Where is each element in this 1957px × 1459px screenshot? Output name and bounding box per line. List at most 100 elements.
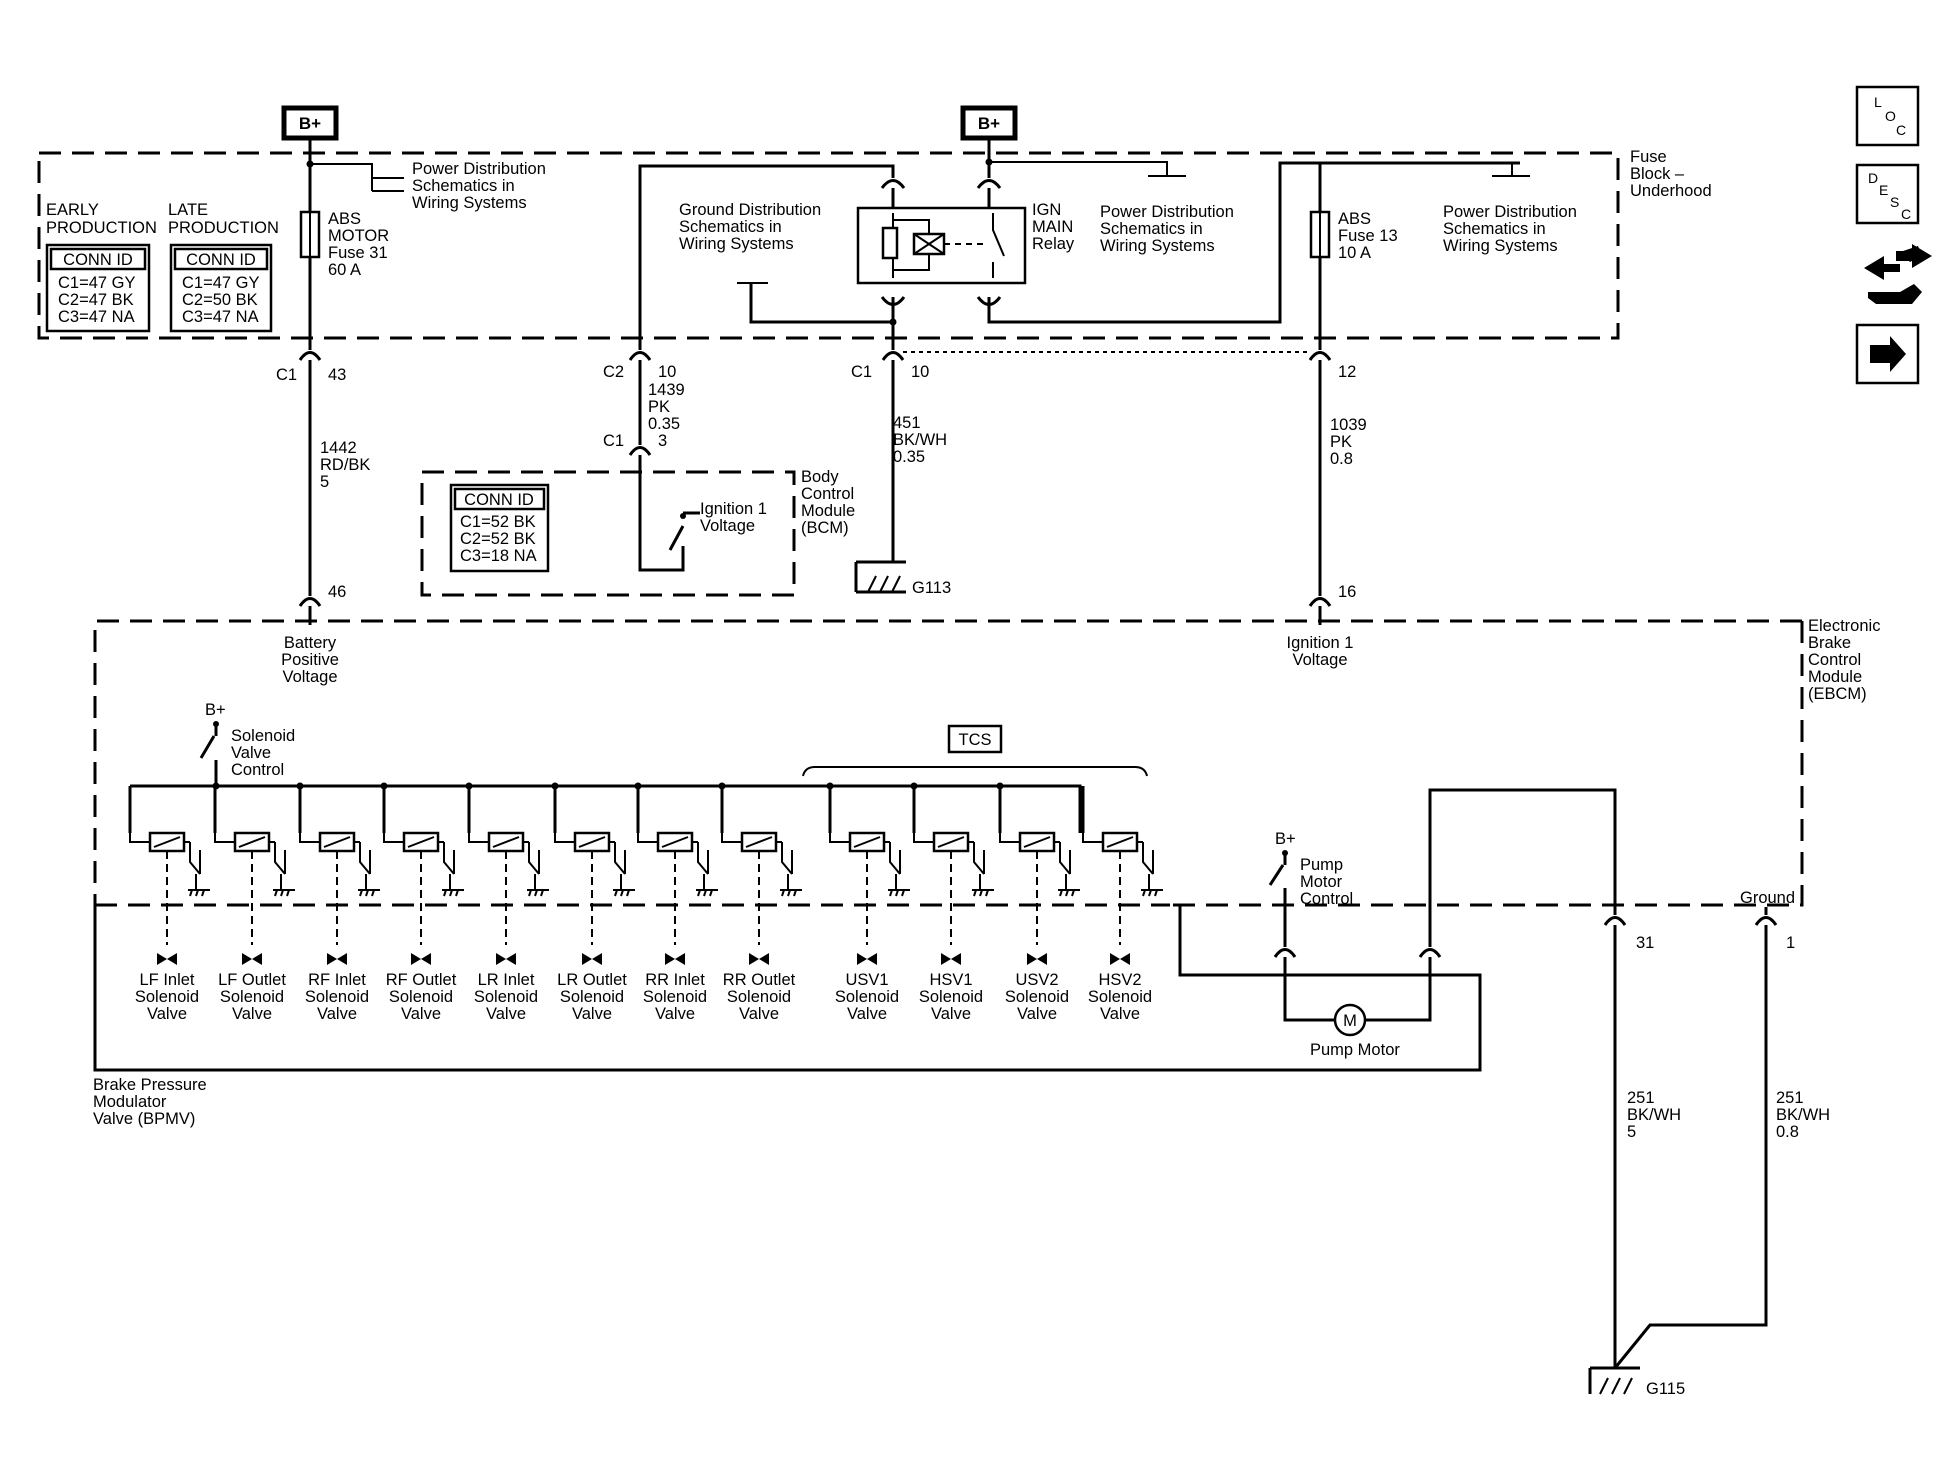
- svg-text:Control: Control: [231, 761, 284, 779]
- valve-label-4-2: Valve: [486, 1005, 526, 1023]
- svg-text:(EBCM): (EBCM): [1808, 685, 1867, 703]
- bus-junction: [718, 782, 726, 790]
- ground-g115-label: G115: [1646, 1380, 1685, 1398]
- pin-1: 1: [1786, 934, 1795, 952]
- late-production-title: LATE PRODUCTION: [168, 201, 279, 237]
- bplus-left: B+: [281, 105, 339, 141]
- pin-12: 12: [1338, 363, 1356, 381]
- svg-text:BK/WH: BK/WH: [1627, 1106, 1681, 1124]
- ref-ground-distribution: Ground Distribution Schematics in Wiring…: [679, 201, 821, 253]
- svg-text:Brake: Brake: [1808, 634, 1851, 652]
- svg-text:RD/BK: RD/BK: [320, 456, 370, 474]
- svg-text:0.35: 0.35: [648, 415, 680, 433]
- ref-power-distribution-1: Power Distribution Schematics in Wiring …: [412, 160, 546, 212]
- svg-text:D: D: [1868, 170, 1878, 186]
- bus-junction: [551, 782, 559, 790]
- svg-text:EARLY: EARLY: [46, 201, 99, 219]
- svg-text:1039: 1039: [1330, 416, 1367, 434]
- c1-3-name: C1: [603, 432, 624, 450]
- next-arrow-icon[interactable]: [1855, 323, 1920, 385]
- connector-c1-10: [881, 351, 905, 361]
- svg-text:Schematics in: Schematics in: [412, 177, 515, 195]
- ign-main-relay-label: IGN MAIN Relay: [1032, 201, 1075, 253]
- loc-icon[interactable]: L O C: [1855, 85, 1920, 147]
- ebcm-title: Electronic Brake Control Module (EBCM): [1808, 617, 1880, 703]
- svg-text:Schematics in: Schematics in: [1443, 220, 1546, 238]
- svg-text:PRODUCTION: PRODUCTION: [46, 219, 157, 237]
- svg-text:Battery: Battery: [284, 634, 337, 652]
- valve-label-0-1: Solenoid: [135, 988, 199, 1006]
- connector-12: [1308, 351, 1332, 361]
- svg-text:Pump: Pump: [1300, 856, 1343, 874]
- bplus-pump: B+: [1275, 830, 1296, 848]
- valve-label-1-0: LF Outlet: [218, 971, 286, 989]
- svg-text:Power Distribution: Power Distribution: [412, 160, 546, 178]
- fuse-block-title: Fuse Block – Underhood: [1630, 148, 1712, 200]
- svg-text:Motor: Motor: [1300, 873, 1343, 891]
- valve-label-6-1: Solenoid: [643, 988, 707, 1006]
- svg-text:Electronic: Electronic: [1808, 617, 1880, 635]
- svg-text:PRODUCTION: PRODUCTION: [168, 219, 279, 237]
- svg-text:Modulator: Modulator: [93, 1093, 167, 1111]
- valve-label-6-2: Valve: [655, 1005, 695, 1023]
- pump-motor-label: Pump Motor: [1310, 1041, 1400, 1059]
- valve-label-8-1: Solenoid: [835, 988, 899, 1006]
- connector-c1-43: [298, 351, 322, 361]
- bus-junction: [465, 782, 473, 790]
- bcm-title: Body Control Module (BCM): [801, 468, 855, 537]
- valve-label-10-2: Valve: [1017, 1005, 1057, 1023]
- svg-text:S: S: [1890, 194, 1899, 210]
- svg-text:5: 5: [1627, 1123, 1636, 1141]
- early-conn-id-table: CONN ID C1=47 GY C2=47 BK C3=47 NA: [45, 243, 151, 333]
- svg-text:60 A: 60 A: [328, 261, 361, 279]
- wire-1439: 1439 PK 0.35: [648, 381, 685, 433]
- svg-text:C2=47 BK: C2=47 BK: [58, 291, 134, 309]
- tcs-label: TCS: [959, 731, 992, 749]
- svg-text:Underhood: Underhood: [1630, 182, 1712, 200]
- connector-1: [1754, 916, 1778, 926]
- valve-label-9-2: Valve: [931, 1005, 971, 1023]
- valve-label-9-0: HSV1: [929, 971, 972, 989]
- desc-icon[interactable]: D E S C: [1855, 163, 1920, 225]
- late-conn-id-table: CONN ID C1=47 GY C2=50 BK C3=47 NA: [169, 243, 273, 333]
- svg-text:L: L: [1874, 94, 1882, 110]
- valve-label-11-1: Solenoid: [1088, 988, 1152, 1006]
- pump-motor-symbol: [1333, 1003, 1367, 1037]
- c1-10-name: C1: [851, 363, 872, 381]
- svg-text:ABS: ABS: [1338, 210, 1371, 228]
- svg-text:Ignition 1: Ignition 1: [1287, 634, 1354, 652]
- valve-label-9-1: Solenoid: [919, 988, 983, 1006]
- svg-text:Fuse 13: Fuse 13: [1338, 227, 1398, 245]
- valve-label-4-0: LR Inlet: [478, 971, 535, 989]
- c1-3-pin: 3: [658, 432, 667, 450]
- svg-text:Body: Body: [801, 468, 839, 486]
- svg-text:1439: 1439: [648, 381, 685, 399]
- svg-text:251: 251: [1627, 1089, 1655, 1107]
- svg-text:O: O: [1885, 108, 1896, 124]
- solenoid-control-switch: [199, 724, 218, 786]
- c2-10-pin: 10: [658, 363, 676, 381]
- bus-junction: [296, 782, 304, 790]
- svg-text:Positive: Positive: [281, 651, 339, 669]
- valve-label-3-1: Solenoid: [389, 988, 453, 1006]
- ebcm-ground-label: Ground: [1740, 889, 1795, 907]
- pin-16: 16: [1338, 583, 1356, 601]
- valve-label-11-2: Valve: [1100, 1005, 1140, 1023]
- svg-text:C: C: [1901, 206, 1911, 222]
- bus-junction: [996, 782, 1004, 790]
- svg-text:451: 451: [893, 414, 921, 432]
- troubleshoot-icon[interactable]: [1864, 244, 1932, 304]
- valve-label-1-2: Valve: [232, 1005, 272, 1023]
- early-production-title: EARLY PRODUCTION: [46, 201, 157, 237]
- svg-text:Wiring Systems: Wiring Systems: [412, 194, 527, 212]
